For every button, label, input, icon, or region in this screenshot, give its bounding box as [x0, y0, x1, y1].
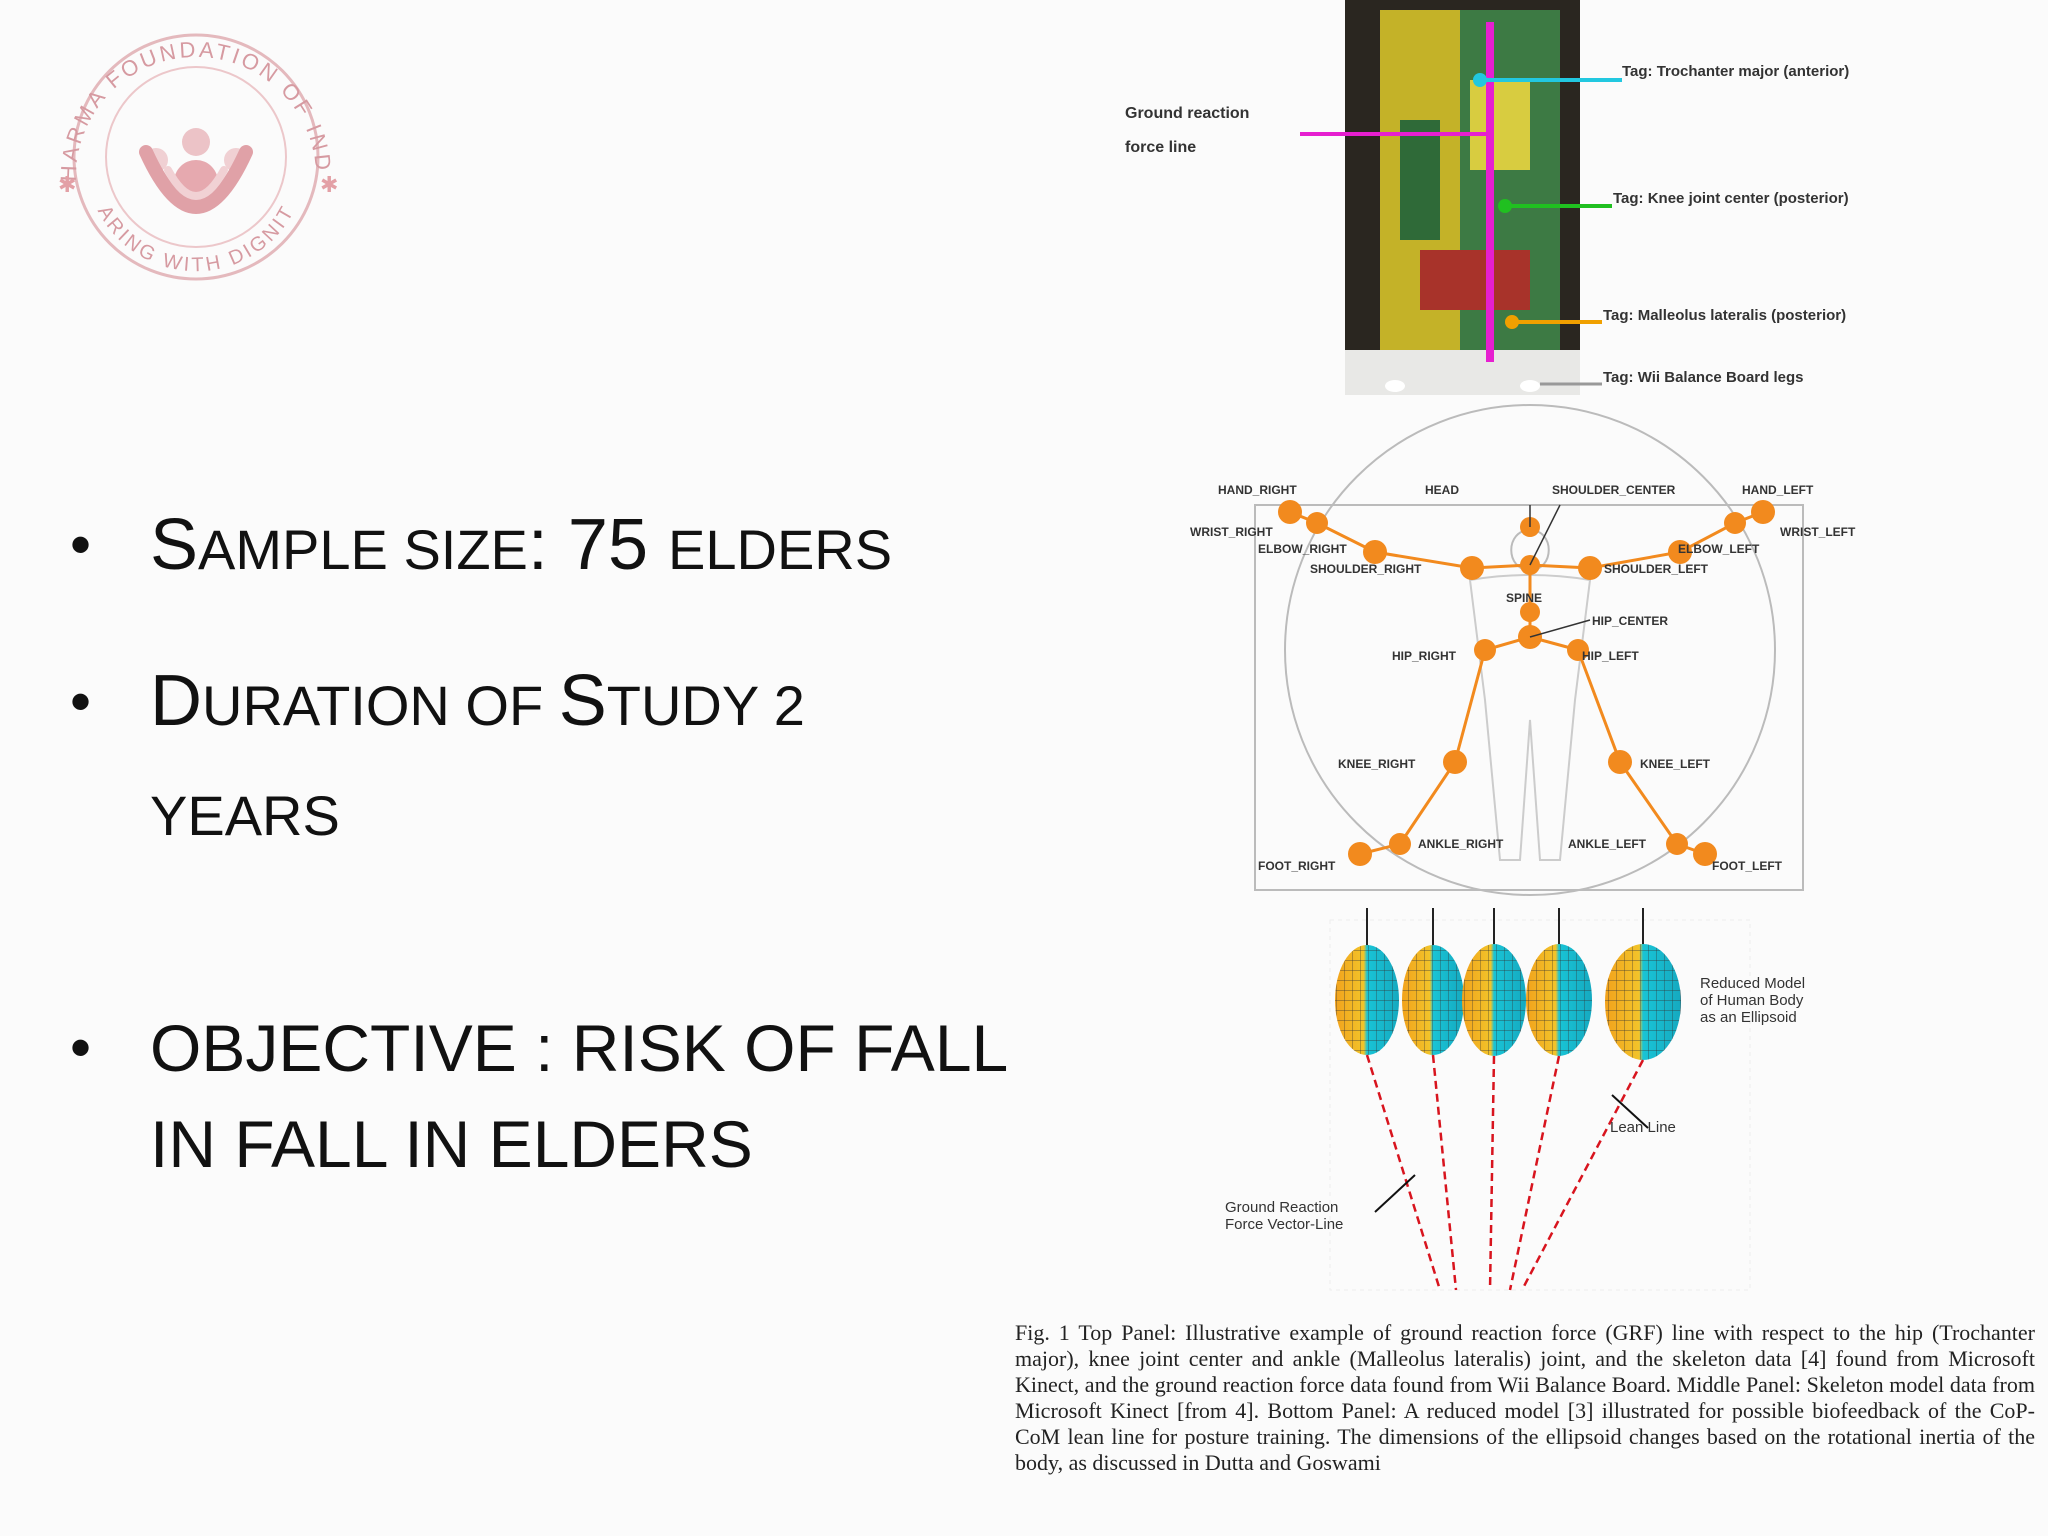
- logo-top-text: DHARMA FOUNDATION OF INDIA: [36, 32, 333, 182]
- joint-label-shoulder-right: SHOULDER_RIGHT: [1310, 562, 1422, 576]
- joint-label-spine: SPINE: [1506, 591, 1542, 605]
- joint-label-hip-center: HIP_CENTER: [1592, 614, 1668, 628]
- joint-label-knee-left: KNEE_LEFT: [1640, 757, 1711, 771]
- tag-wii: Tag: Wii Balance Board legs: [1603, 369, 1803, 386]
- bottom-panel: Reduced Model of Human Body as an Ellips…: [1225, 908, 1805, 1291]
- objective-list: • OBJECTIVE : RISK OF FALL IN FALL IN EL…: [70, 1000, 1008, 1192]
- joint-label-foot-right: FOOT_RIGHT: [1258, 859, 1336, 873]
- joint-label-head: HEAD: [1425, 483, 1459, 497]
- joint-label-wrist-left: WRIST_LEFT: [1780, 525, 1856, 539]
- joint-label-elbow-left: ELBOW_LEFT: [1678, 542, 1760, 556]
- svg-text:✱: ✱: [320, 173, 338, 198]
- figure-panels: Ground reaction force line Tag: Trochant…: [1125, 0, 1856, 1291]
- ellipsoid-4: [1508, 908, 1592, 1291]
- bullet-objective: • OBJECTIVE : RISK OF FALL IN FALL IN EL…: [70, 1011, 1009, 1181]
- joint-label-wrist-right: WRIST_RIGHT: [1190, 525, 1273, 539]
- label-grf-1: Ground reaction: [1125, 105, 1249, 122]
- study-details-list: • SAMPLE SIZE: 75 ELDERS • DURATION OF S…: [70, 500, 892, 878]
- label-grf-2: force line: [1125, 139, 1196, 156]
- label-grf-vector-2: Force Vector-Line: [1225, 1216, 1343, 1233]
- joint-label-shoulder-left: SHOULDER_LEFT: [1604, 562, 1709, 576]
- label-grf-vector-1: Ground Reaction: [1225, 1199, 1338, 1216]
- tag-trochanter: Tag: Trochanter major (anterior): [1622, 63, 1849, 80]
- bullet-sample-size: • SAMPLE SIZE: 75 ELDERS: [70, 505, 893, 585]
- tag-malleolus: Tag: Malleolus lateralis (posterior): [1603, 307, 1846, 324]
- joint-label-hand-right: HAND_RIGHT: [1218, 483, 1297, 497]
- label-reduced-model-1: Reduced Model: [1700, 975, 1805, 992]
- joint-label-shoulder-center: SHOULDER_CENTER: [1552, 483, 1676, 497]
- joint-label-hand-left: HAND_LEFT: [1742, 483, 1814, 497]
- joint-label-hip-right: HIP_RIGHT: [1392, 649, 1457, 663]
- duration-years: YEARS: [150, 784, 340, 847]
- bullet-duration: • DURATION OF STUDY 2 YEARS: [70, 661, 805, 847]
- svg-text:DHARMA FOUNDATION OF INDIA: DHARMA FOUNDATION OF INDIA: [36, 32, 336, 182]
- joint-label-foot-left: FOOT_LEFT: [1712, 859, 1783, 873]
- ellipsoid-3: [1462, 908, 1526, 1291]
- svg-text:✱: ✱: [58, 173, 76, 198]
- ellipsoid-2: [1402, 908, 1464, 1291]
- ellipsoid-5: [1520, 908, 1681, 1291]
- label-lean-line: Lean Line: [1610, 1119, 1676, 1136]
- ellipsoid-1: [1335, 908, 1442, 1291]
- middle-panel: HAND_RIGHT HEAD SHOULDER_CENTER HAND_LEF…: [1190, 404, 1856, 896]
- joint-label-knee-right: KNEE_RIGHT: [1338, 757, 1416, 771]
- top-panel: Ground reaction force line Tag: Trochant…: [1125, 0, 1849, 395]
- joint-label-hip-left: HIP_LEFT: [1582, 649, 1639, 663]
- label-reduced-model-2: of Human Body: [1700, 992, 1804, 1009]
- joint-label-ankle-left: ANKLE_LEFT: [1568, 837, 1647, 851]
- tag-knee: Tag: Knee joint center (posterior): [1613, 190, 1849, 207]
- dharma-foundation-logo: DHARMA FOUNDATION OF INDIA CARING WITH D…: [36, 32, 338, 281]
- figure-caption: Fig. 1 Top Panel: Illustrative example o…: [1015, 1320, 2035, 1475]
- joint-label-elbow-right: ELBOW_RIGHT: [1258, 542, 1347, 556]
- label-reduced-model-3: as an Ellipsoid: [1700, 1009, 1797, 1026]
- joint-label-ankle-right: ANKLE_RIGHT: [1418, 837, 1504, 851]
